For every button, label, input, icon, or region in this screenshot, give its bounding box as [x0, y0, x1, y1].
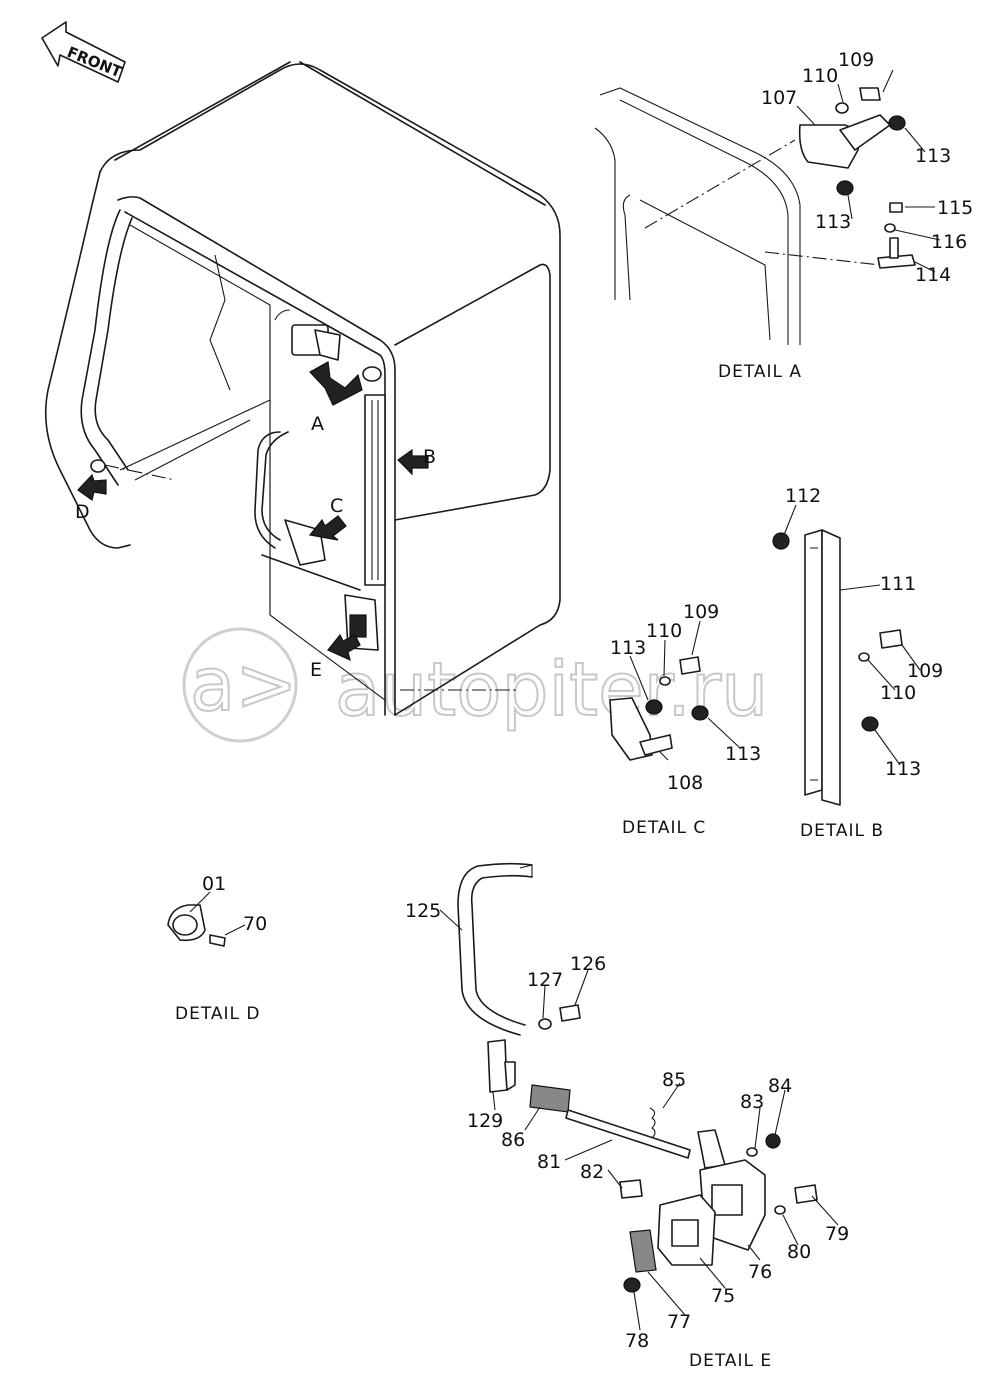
label-e-126: 126	[570, 953, 606, 975]
label-a-113-bottom: 113	[815, 211, 851, 233]
callout-arrows: A B C D E	[75, 361, 436, 681]
callout-arrow-c-icon	[308, 515, 347, 541]
detail-c-caption: DETAIL C	[622, 818, 706, 838]
label-e-80: 80	[787, 1241, 811, 1263]
label-e-86: 86	[501, 1129, 525, 1151]
label-e-127: 127	[527, 969, 563, 991]
callout-label-d: D	[75, 501, 90, 523]
label-d-01: 01	[202, 873, 226, 895]
label-c-108: 108	[667, 772, 703, 794]
watermark-logo-ring	[182, 627, 298, 743]
callout-label-c: C	[330, 495, 343, 517]
detail-b: 112 111 109 110 113 DETAIL B	[772, 485, 943, 841]
label-c-109: 109	[683, 601, 719, 623]
label-e-82: 82	[580, 1161, 604, 1183]
label-e-81: 81	[537, 1151, 561, 1173]
label-c-110: 110	[646, 620, 682, 642]
watermark-logo: a>	[190, 642, 297, 728]
detail-d-caption: DETAIL D	[175, 1004, 261, 1024]
callout-arrow-b-icon	[397, 448, 429, 476]
label-e-78: 78	[625, 1330, 649, 1352]
label-e-129: 129	[467, 1110, 503, 1132]
front-label: FRONT	[65, 43, 126, 81]
detail-d: 01 70 DETAIL D	[167, 873, 267, 1024]
label-e-75: 75	[711, 1285, 735, 1307]
label-a-115: 115	[937, 197, 973, 219]
callout-arrow-d-icon	[77, 473, 107, 502]
label-e-84: 84	[768, 1075, 792, 1097]
callout-label-a: A	[311, 413, 324, 435]
detail-e-caption: DETAIL E	[689, 1351, 772, 1371]
label-e-85: 85	[662, 1069, 686, 1091]
label-a-110: 110	[802, 65, 838, 87]
detail-b-caption: DETAIL B	[800, 821, 884, 841]
label-d-70: 70	[243, 913, 267, 935]
cab-assembly	[44, 61, 561, 716]
label-a-116: 116	[931, 231, 967, 253]
label-b-109: 109	[907, 660, 943, 682]
detail-e: 125 126 127 129 86 85 81 82 83 84 79 80 …	[405, 862, 849, 1371]
label-e-79: 79	[825, 1223, 849, 1245]
label-e-125: 125	[405, 900, 441, 922]
label-e-76: 76	[748, 1261, 772, 1283]
label-b-110: 110	[880, 682, 916, 704]
label-c-113-right: 113	[725, 743, 761, 765]
label-a-113-top: 113	[915, 145, 951, 167]
label-b-111: 111	[880, 573, 916, 595]
callout-arrow-a-icon	[309, 361, 363, 406]
detail-a-caption: DETAIL A	[718, 362, 802, 382]
label-a-109: 109	[838, 49, 874, 71]
callout-label-b: B	[423, 446, 436, 468]
label-a-107: 107	[761, 87, 797, 109]
label-a-114: 114	[915, 264, 951, 286]
callout-label-e: E	[310, 659, 322, 681]
watermark: a> autopiter.ru	[182, 627, 769, 743]
label-e-83: 83	[740, 1091, 764, 1113]
front-arrow-icon: FRONT	[41, 21, 126, 83]
detail-c: 109 110 113 108 113 DETAIL C	[609, 601, 761, 838]
label-b-113: 113	[885, 758, 921, 780]
label-c-113-top: 113	[610, 637, 646, 659]
detail-a: 109 110 107 113 113 115 116 114 DETAIL A	[594, 49, 973, 382]
label-e-77: 77	[667, 1311, 691, 1333]
callout-arrow-e-icon	[327, 633, 361, 662]
label-b-112: 112	[785, 485, 821, 507]
